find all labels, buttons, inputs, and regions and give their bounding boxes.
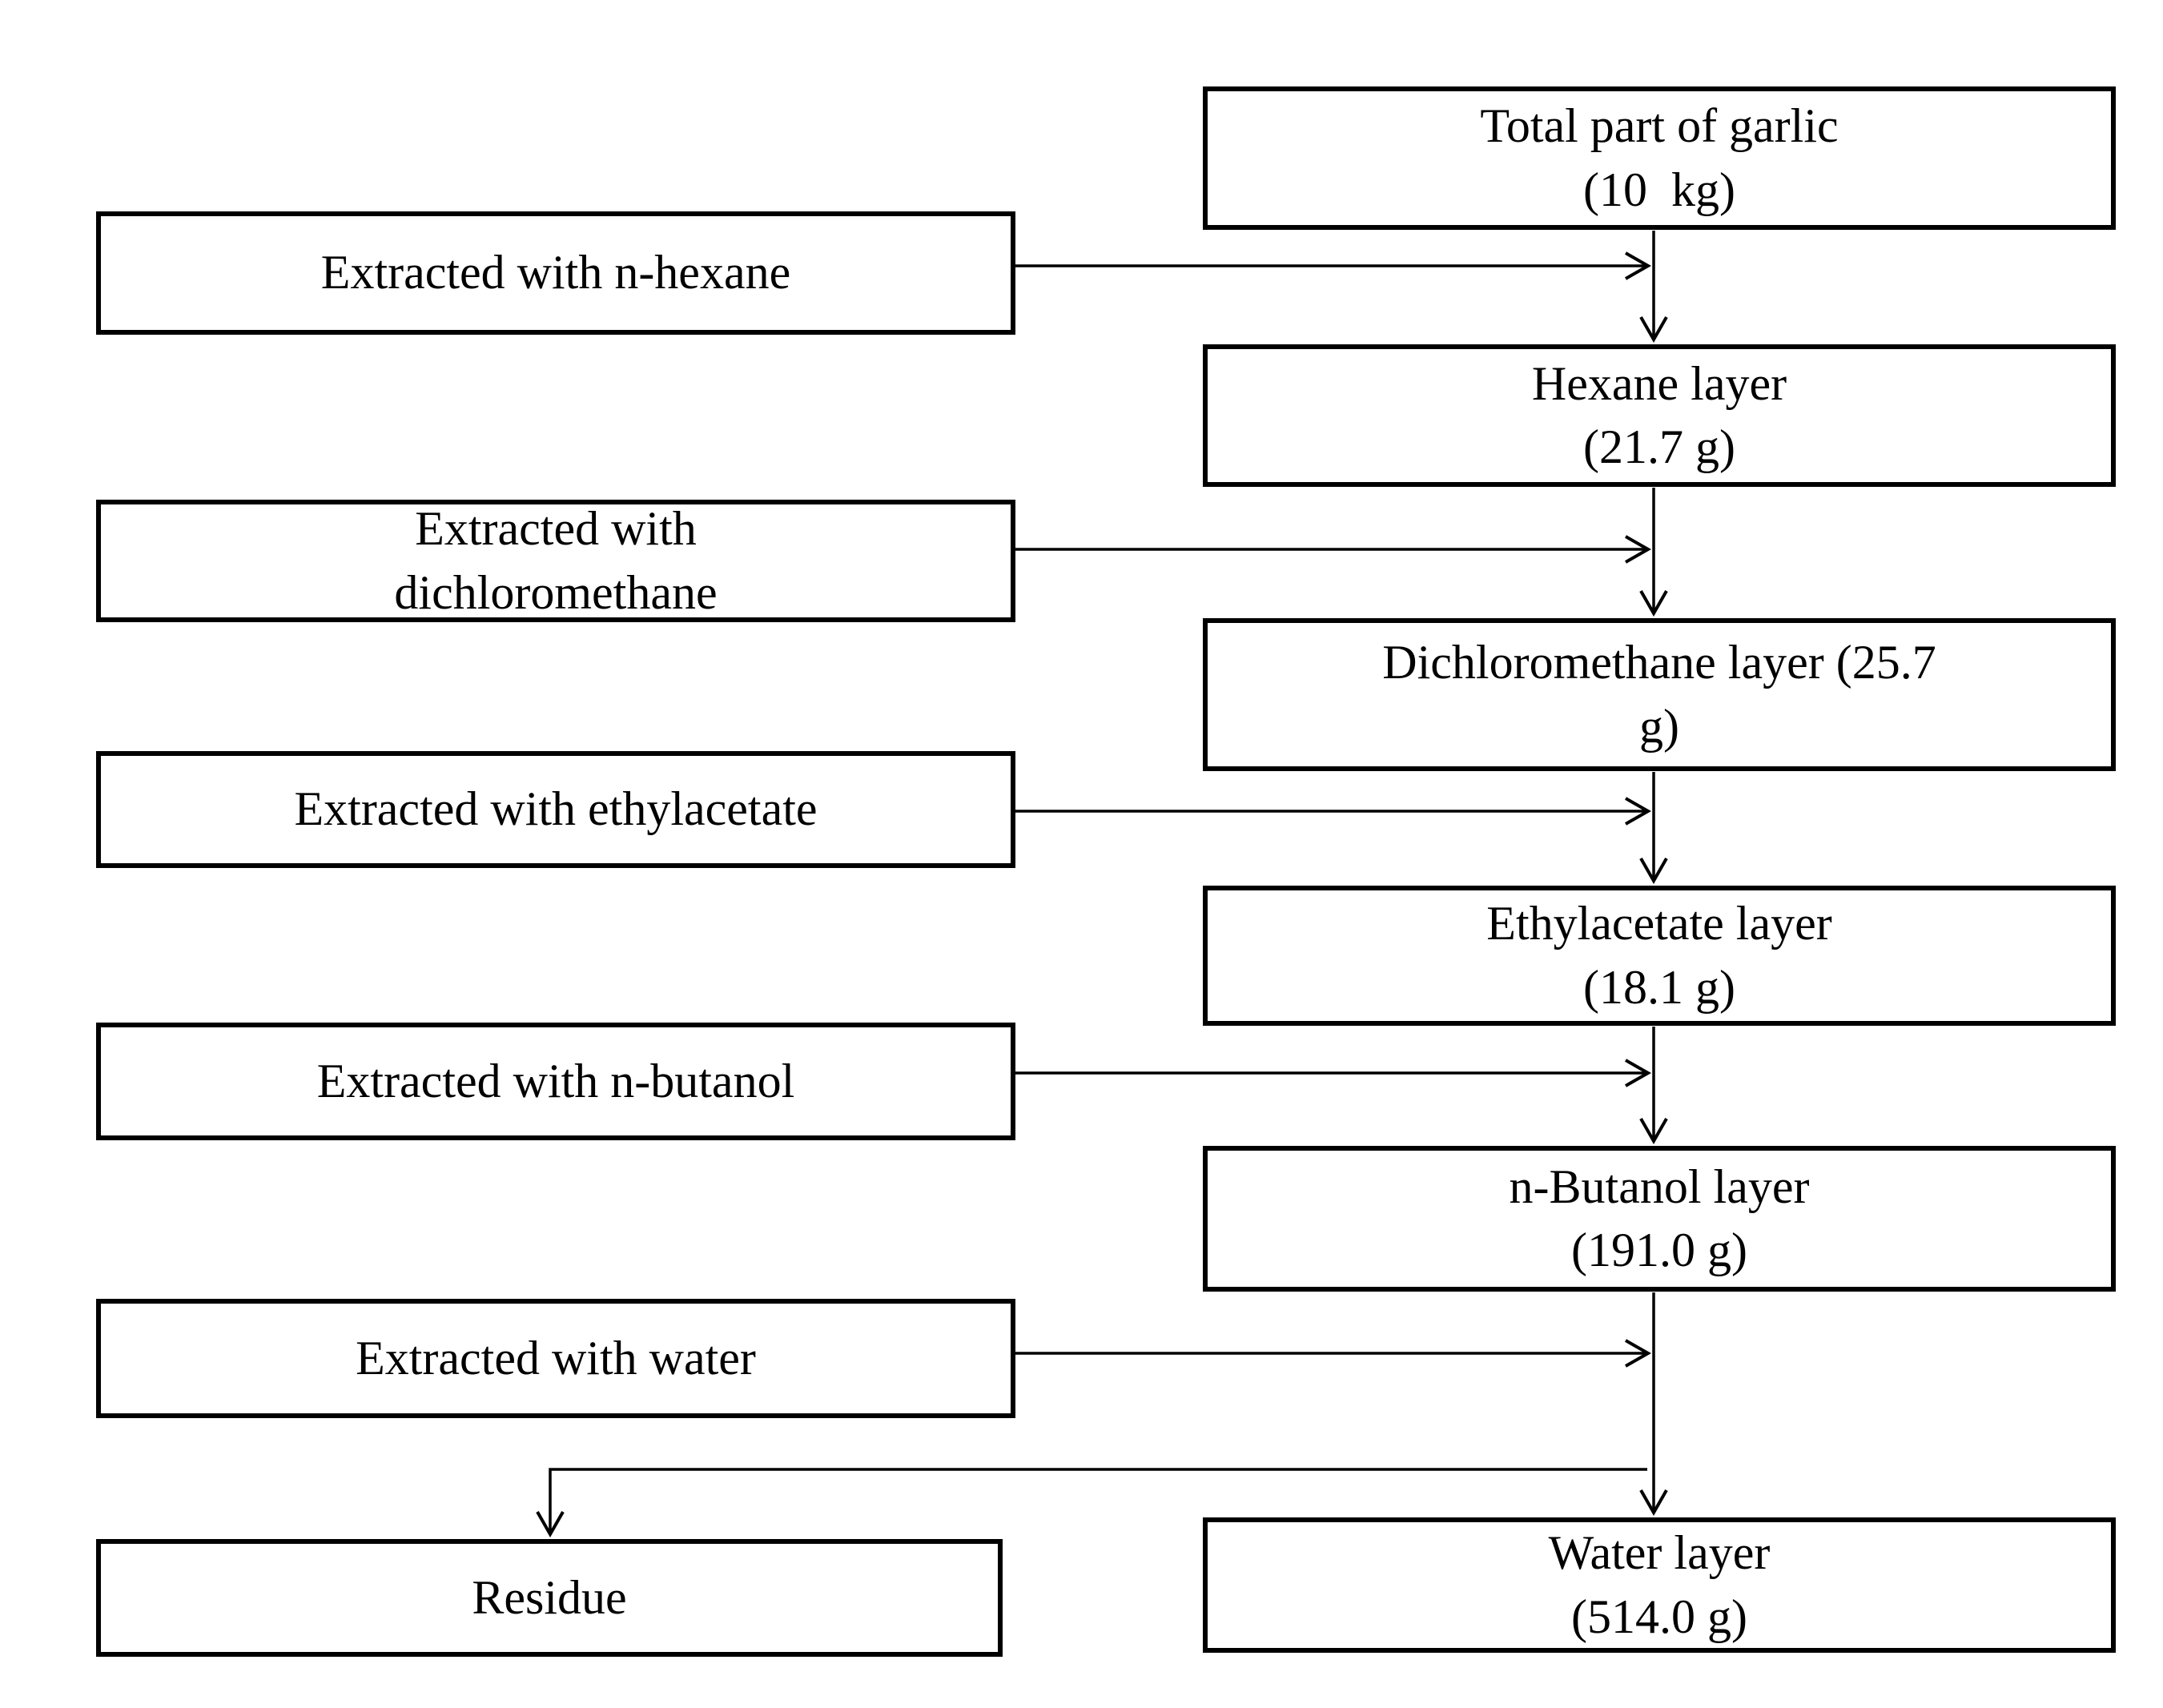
result-box-residue: Residue: [96, 1539, 1003, 1657]
layer-label: Total part of garlic: [1480, 99, 1839, 153]
process-box-extracted-n-butanol: Extracted with n-butanol: [96, 1023, 1015, 1140]
process-box-extracted-water: Extracted with water: [96, 1299, 1015, 1418]
process-box-extracted-dichloromethane: Extracted with dichloromethane: [96, 500, 1015, 622]
layer-box-n-butanol: n-Butanol layer (191.0 g): [1203, 1146, 2116, 1292]
process-label: Extracted with n-hexane: [320, 246, 791, 299]
layer-box-total-garlic: Total part of garlic (10 kg): [1203, 86, 2116, 230]
result-label: Residue: [472, 1570, 627, 1624]
layer-label: Dichloromethane layer (25.7: [1382, 636, 1936, 689]
layer-amount: (191.0 g): [1571, 1224, 1747, 1276]
layer-amount: (10 kg): [1583, 163, 1735, 216]
layer-label: n-Butanol layer: [1509, 1159, 1810, 1213]
process-box-extracted-n-hexane: Extracted with n-hexane: [96, 211, 1015, 335]
layer-box-hexane: Hexane layer (21.7 g): [1203, 344, 2116, 487]
process-label: Extracted with: [415, 502, 697, 556]
process-label: Extracted with water: [356, 1331, 756, 1384]
layer-box-dichloromethane: Dichloromethane layer (25.7 g): [1203, 618, 2116, 771]
layer-box-water: Water layer (514.0 g): [1203, 1517, 2116, 1653]
process-label: Extracted with ethylacetate: [294, 782, 818, 836]
layer-label: Ethylacetate layer: [1486, 897, 1832, 950]
layer-amount: (18.1 g): [1583, 960, 1735, 1014]
layer-amount: g): [1639, 699, 1679, 753]
process-label: dichloromethane: [394, 565, 718, 619]
process-label: Extracted with n-butanol: [316, 1054, 795, 1107]
layer-amount: (514.0 g): [1571, 1589, 1747, 1643]
layer-label: Water layer: [1548, 1526, 1771, 1580]
layer-label: Hexane layer: [1531, 356, 1787, 410]
process-box-extracted-ethylacetate: Extracted with ethylacetate: [96, 751, 1015, 868]
arrow-branch-to-residue: [550, 1468, 1647, 1534]
layer-amount: (21.7 g): [1583, 420, 1735, 473]
layer-box-ethylacetate: Ethylacetate layer (18.1 g): [1203, 886, 2116, 1026]
